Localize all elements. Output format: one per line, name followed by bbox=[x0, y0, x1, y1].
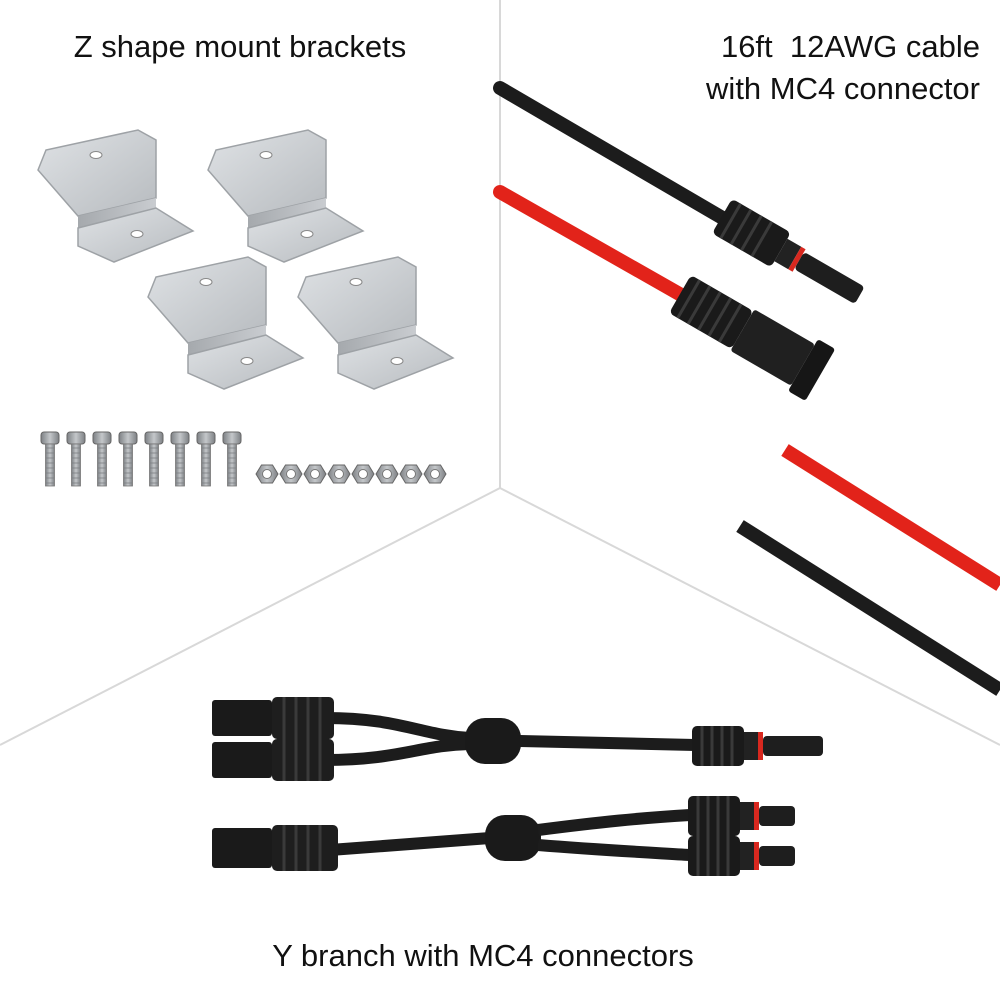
mc4-female-connector bbox=[670, 276, 835, 400]
y-branch-1 bbox=[212, 697, 823, 781]
z-bracket-2 bbox=[207, 129, 365, 263]
y-branch-2 bbox=[212, 796, 795, 876]
nut bbox=[351, 464, 375, 484]
mc4-female-connector bbox=[212, 697, 334, 739]
z-bracket-4 bbox=[297, 256, 455, 390]
nut bbox=[399, 464, 423, 484]
nut bbox=[423, 464, 447, 484]
nut bbox=[327, 464, 351, 484]
screw bbox=[92, 431, 112, 487]
cable-label-line1: 16ft 12AWG cable bbox=[720, 29, 980, 64]
cable-label-line2: with MC4 connector bbox=[706, 71, 980, 106]
mc4-male-connector bbox=[713, 200, 864, 303]
screw bbox=[222, 431, 242, 487]
black-cable bbox=[493, 81, 733, 227]
black-cable-end bbox=[736, 520, 1000, 696]
nut bbox=[255, 464, 279, 484]
y-cable-out bbox=[519, 735, 696, 751]
nut bbox=[303, 464, 327, 484]
screws bbox=[40, 431, 242, 487]
mc4-cable-set bbox=[493, 81, 1000, 696]
mc4-male-connector bbox=[688, 796, 795, 836]
z-bracket-1 bbox=[37, 129, 195, 263]
panel-dividers bbox=[0, 0, 1000, 746]
y-junction bbox=[485, 815, 541, 861]
screw bbox=[40, 431, 60, 487]
mc4-female-connector bbox=[212, 739, 334, 781]
nut bbox=[279, 464, 303, 484]
nuts bbox=[255, 464, 447, 484]
red-cable-end bbox=[781, 444, 1000, 591]
mc4-female-connector bbox=[212, 825, 338, 871]
cable-label: 16ft 12AWG cable with MC4 connector bbox=[706, 26, 980, 110]
screw bbox=[196, 431, 216, 487]
nut bbox=[375, 464, 399, 484]
y-cable bbox=[324, 712, 471, 766]
screw bbox=[170, 431, 190, 487]
screw bbox=[66, 431, 86, 487]
z-bracket-3 bbox=[147, 256, 305, 390]
mc4-male-connector bbox=[692, 726, 823, 766]
y-cable bbox=[329, 832, 491, 856]
y-cable-out bbox=[537, 809, 691, 861]
mc4-male-connector bbox=[688, 836, 795, 876]
screw bbox=[118, 431, 138, 487]
screw bbox=[144, 431, 164, 487]
y-junction bbox=[465, 718, 521, 764]
brackets-label: Z shape mount brackets bbox=[73, 29, 407, 64]
ybranch-label: Y branch with MC4 connectors bbox=[272, 938, 694, 973]
red-cable bbox=[493, 185, 697, 307]
z-brackets bbox=[37, 129, 455, 390]
